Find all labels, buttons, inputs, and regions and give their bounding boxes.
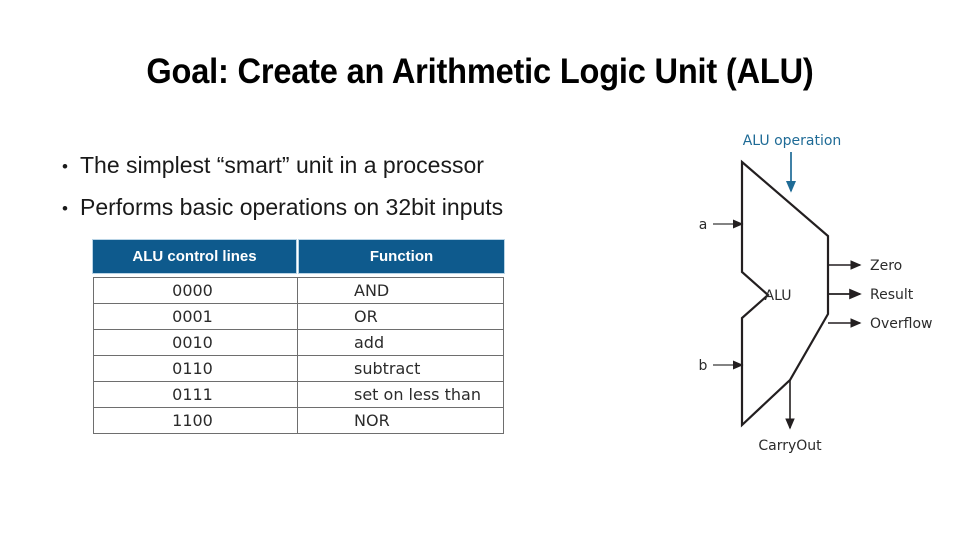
cell-control-lines: 1100 bbox=[94, 408, 298, 433]
bullet-marker-icon: • bbox=[62, 157, 68, 176]
cell-function: set on less than bbox=[354, 385, 481, 404]
cell-control-lines: 0110 bbox=[94, 356, 298, 381]
cell-control-lines: 0111 bbox=[94, 382, 298, 407]
table-body: 0000 AND 0001 OR 0010 add 0110 subtract … bbox=[93, 277, 504, 434]
list-item-label: The simplest “smart” unit in a processor bbox=[80, 152, 484, 178]
table-row: 0010 add bbox=[94, 330, 503, 356]
page-title: Goal: Create an Arithmetic Logic Unit (A… bbox=[146, 52, 814, 91]
table-row: 0110 subtract bbox=[94, 356, 503, 382]
cell-function: NOR bbox=[354, 411, 390, 430]
cell-control-lines: 0001 bbox=[94, 304, 298, 329]
list-item-label: Performs basic operations on 32bit input… bbox=[80, 194, 504, 220]
list-item: • The simplest “smart” unit in a processo… bbox=[62, 145, 662, 187]
alu-control-table: ALU control lines Function 0000 AND 0001… bbox=[93, 240, 504, 434]
output-result-label: Result bbox=[870, 287, 914, 303]
input-b-label: b bbox=[699, 358, 708, 374]
cell-function: OR bbox=[354, 307, 378, 326]
cell-function: AND bbox=[354, 281, 390, 300]
table-row: 0000 AND bbox=[94, 278, 503, 304]
table-header-function: Function bbox=[299, 240, 504, 273]
output-zero-label: Zero bbox=[870, 258, 902, 274]
output-overflow-label: Overflow bbox=[870, 316, 933, 332]
alu-body-shape bbox=[740, 159, 830, 428]
bullet-list: • The simplest “smart” unit in a processo… bbox=[62, 145, 662, 229]
alu-block-diagram: ALU ALU operation a b Zero Result Overfl… bbox=[680, 118, 960, 468]
bullet-marker-icon: • bbox=[62, 199, 68, 218]
table-row: 0001 OR bbox=[94, 304, 503, 330]
table-header-control-lines: ALU control lines bbox=[93, 240, 296, 273]
cell-control-lines: 0010 bbox=[94, 330, 298, 355]
alu-body-label: ALU bbox=[765, 288, 792, 304]
output-carryout-label: CarryOut bbox=[758, 438, 822, 454]
list-item: • Performs basic operations on 32bit inpu… bbox=[62, 187, 662, 229]
cell-function: subtract bbox=[354, 359, 421, 378]
cell-control-lines: 0000 bbox=[94, 278, 298, 303]
table-row: 1100 NOR bbox=[94, 408, 503, 433]
cell-function: add bbox=[354, 333, 385, 352]
table-row: 0111 set on less than bbox=[94, 382, 503, 408]
alu-operation-label: ALU operation bbox=[743, 133, 842, 149]
table-header-row: ALU control lines Function bbox=[93, 240, 504, 273]
input-a-label: a bbox=[699, 217, 708, 233]
